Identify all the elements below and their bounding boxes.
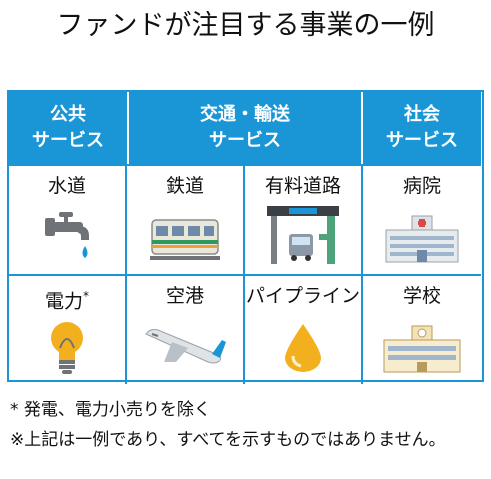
cell-water-label: 水道 xyxy=(47,175,86,197)
toll-gate-icon xyxy=(267,206,339,264)
school-icon xyxy=(383,325,461,373)
cell-hospital: 病院 xyxy=(363,164,481,274)
cell-electricity-label: 電力 xyxy=(44,290,83,313)
header-social: 社会 サービス xyxy=(363,92,481,164)
footnote-2: ※上記は一例であり、すべてを示すものではありません。 xyxy=(10,430,446,450)
header-transport: 交通・輸送 サービス xyxy=(127,92,363,164)
electricity-footnote-mark: * xyxy=(83,289,89,303)
cell-airport-label: 空港 xyxy=(165,285,204,307)
cell-toll-road-label: 有料道路 xyxy=(264,175,341,197)
airplane-icon xyxy=(145,329,226,364)
header-social-line2: サービス xyxy=(386,130,458,151)
cell-railway-label: 鉄道 xyxy=(165,175,204,197)
light-bulb-icon xyxy=(51,322,83,374)
oil-drop-icon xyxy=(285,324,321,372)
cell-school: 学校 xyxy=(363,274,481,384)
sector-table: 公共 サービス 交通・輸送 サービス 社会 サービス 水道 鉄道 xyxy=(7,90,484,384)
header-transport-line2: サービス xyxy=(209,130,281,151)
cell-electricity: 電力* xyxy=(9,274,127,384)
cell-school-label: 学校 xyxy=(402,285,441,307)
header-public-line2: サービス xyxy=(32,130,104,151)
cell-toll-road: 有料道路 xyxy=(245,164,363,274)
header-transport-line1: 交通・輸送 xyxy=(200,104,290,125)
cell-hospital-label: 病院 xyxy=(402,175,441,197)
cell-airport: 空港 xyxy=(127,274,245,384)
cell-railway: 鉄道 xyxy=(127,164,245,274)
header-public: 公共 サービス xyxy=(9,92,127,164)
page-title: ファンドが注目する事業の一例 xyxy=(56,10,435,41)
faucet-icon xyxy=(45,212,89,258)
cell-pipeline-label: パイプライン xyxy=(245,285,360,307)
footnote-1: * 発電、電力小売りを除く xyxy=(10,400,211,420)
cell-electricity-label-wrap: 電力* xyxy=(9,284,125,313)
header-public-line1: 公共 xyxy=(50,104,86,125)
cell-water: 水道 xyxy=(9,164,127,274)
train-icon xyxy=(150,219,220,260)
header-social-line1: 社会 xyxy=(404,104,440,125)
hospital-icon xyxy=(385,215,459,263)
cell-pipeline: パイプライン xyxy=(245,274,363,384)
